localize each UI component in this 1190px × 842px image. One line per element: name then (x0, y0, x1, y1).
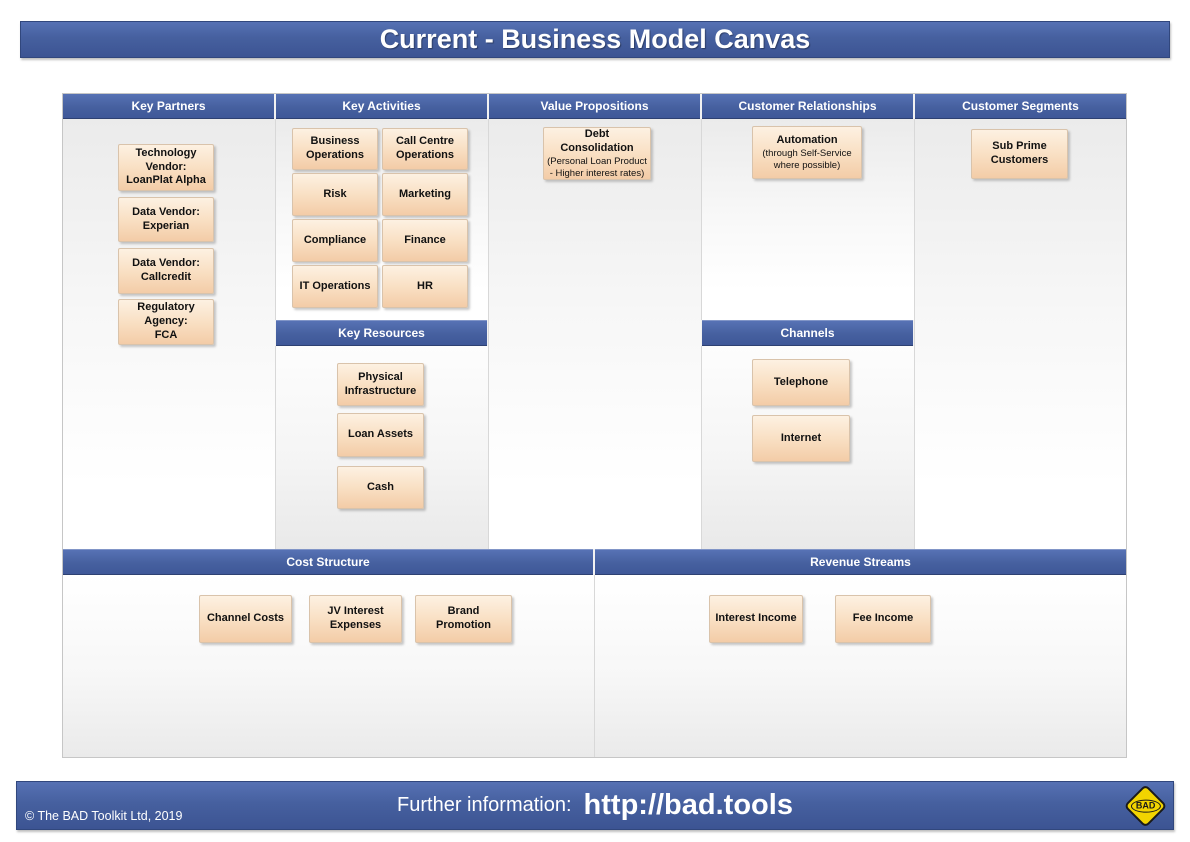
note-subtitle: (through Self-Service where possible) (762, 148, 852, 171)
note-cash: Cash (337, 466, 424, 509)
copyright-text: © The BAD Toolkit Ltd, 2019 (25, 809, 183, 823)
note-title: Automation (776, 133, 838, 146)
footer-info-url: http://bad.tools (583, 789, 793, 821)
note-finance: Finance (382, 219, 468, 262)
value-propositions-cell (488, 119, 701, 549)
key-partners-header: Key Partners (62, 93, 275, 119)
note-debt-consolidation: Debt Consolidation (Personal Loan Produc… (543, 127, 651, 180)
note-data-vendor-experian: Data Vendor: Experian (118, 197, 214, 242)
note-interest-income: Interest Income (709, 595, 803, 643)
note-telephone: Telephone (752, 359, 850, 406)
note-hr: HR (382, 265, 468, 308)
note-jv-interest-expenses: JV Interest Expenses (309, 595, 402, 643)
note-data-vendor-callcredit: Data Vendor: Callcredit (118, 248, 214, 294)
note-title: Debt Consolidation (560, 127, 634, 154)
note-technology-vendor: Technology Vendor: LoanPlat Alpha (118, 144, 214, 191)
note-physical-infrastructure: Physical Infrastructure (337, 363, 424, 406)
customer-relationships-header: Customer Relationships (701, 93, 914, 119)
note-internet: Internet (752, 415, 850, 462)
channels-header: Channels (701, 320, 914, 346)
note-regulatory-agency: Regulatory Agency: FCA (118, 299, 214, 345)
key-activities-header: Key Activities (275, 93, 488, 119)
footer-info: Further information: http://bad.tools (17, 782, 1173, 829)
note-subtitle: (Personal Loan Product - Higher interest… (547, 156, 647, 179)
customer-segments-header: Customer Segments (914, 93, 1127, 119)
footer-info-label: Further information: (397, 794, 572, 816)
customer-segments-cell (914, 119, 1127, 549)
note-call-centre-operations: Call Centre Operations (382, 128, 468, 170)
note-marketing: Marketing (382, 173, 468, 216)
note-sub-prime-customers: Sub Prime Customers (971, 129, 1068, 179)
revenue-streams-header: Revenue Streams (594, 549, 1127, 575)
note-compliance: Compliance (292, 219, 378, 262)
note-loan-assets: Loan Assets (337, 413, 424, 457)
note-fee-income: Fee Income (835, 595, 931, 643)
note-business-operations: Business Operations (292, 128, 378, 170)
value-propositions-header: Value Propositions (488, 93, 701, 119)
cost-structure-header: Cost Structure (62, 549, 594, 575)
footer-bar: © The BAD Toolkit Ltd, 2019 Further info… (16, 781, 1174, 830)
note-brand-promotion: Brand Promotion (415, 595, 512, 643)
bad-logo-label: BAD (1130, 799, 1161, 812)
note-it-operations: IT Operations (292, 265, 378, 308)
key-resources-header: Key Resources (275, 320, 488, 346)
note-channel-costs: Channel Costs (199, 595, 292, 643)
note-risk: Risk (292, 173, 378, 216)
page-title: Current - Business Model Canvas (20, 21, 1170, 58)
canvas-grid-outline (62, 93, 1127, 758)
note-automation: Automation (through Self-Service where p… (752, 126, 862, 179)
